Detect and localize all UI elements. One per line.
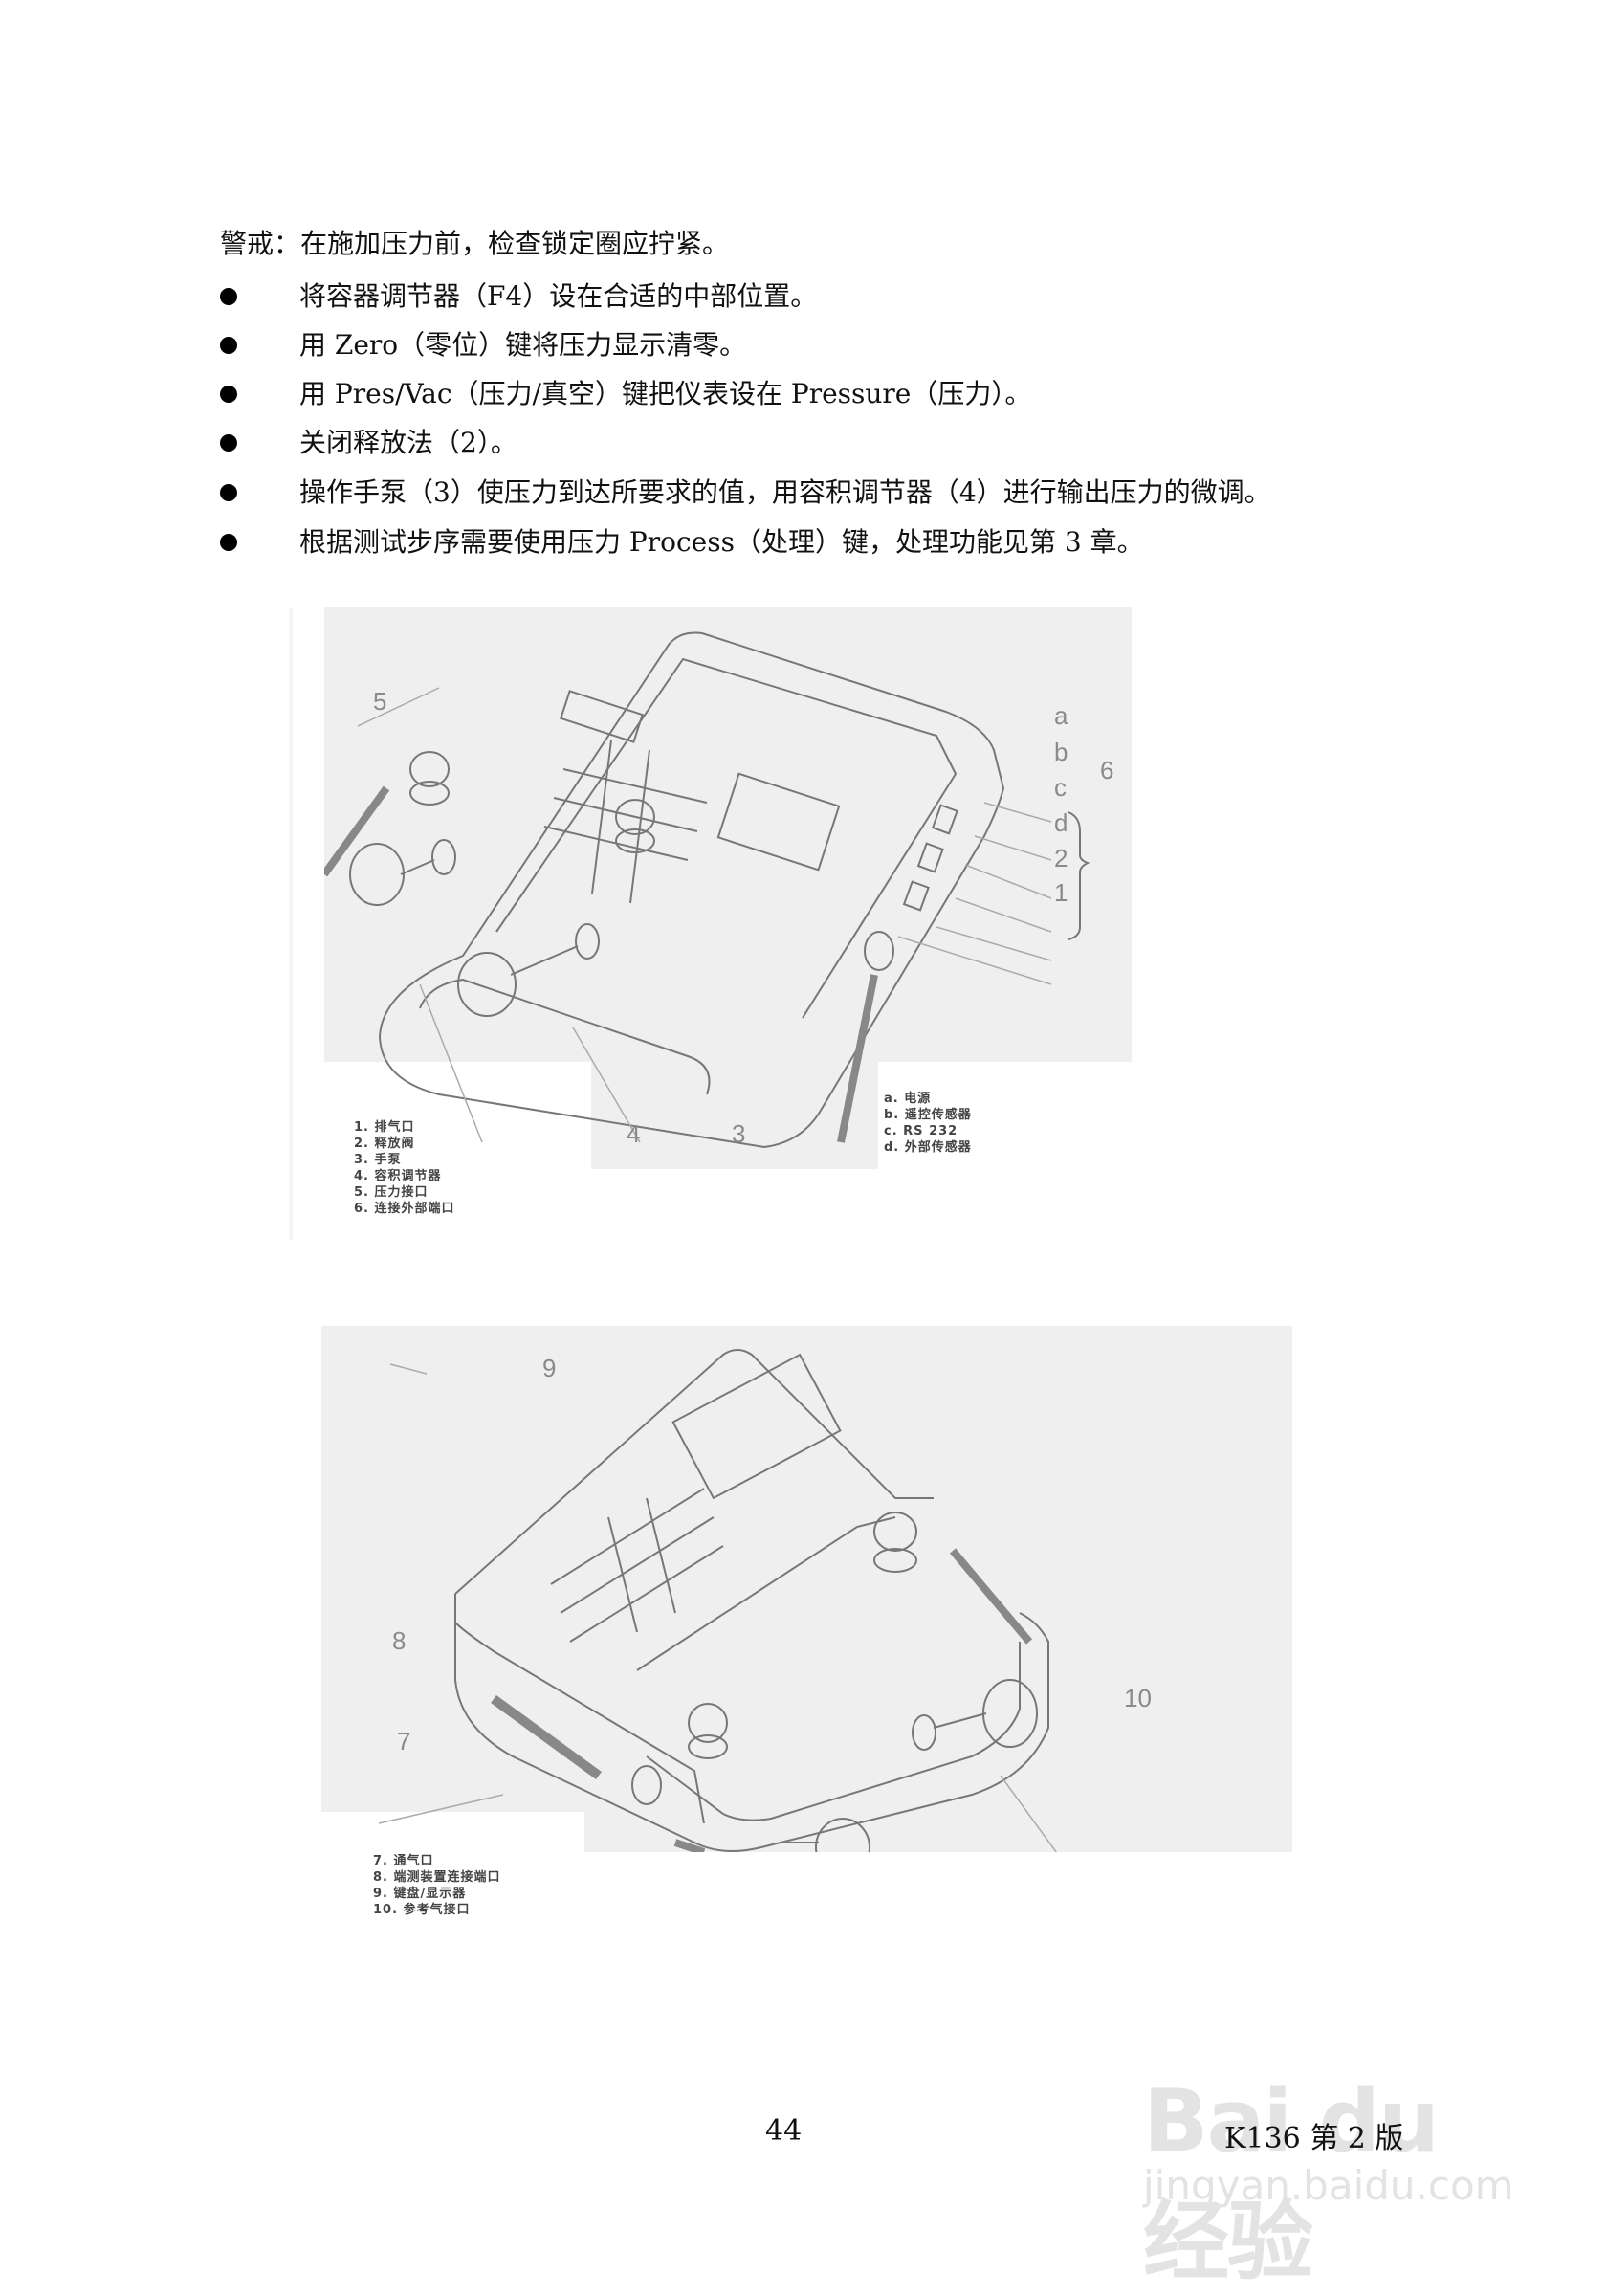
callout-6: 6 bbox=[1100, 756, 1114, 784]
callout-d: d bbox=[1054, 808, 1068, 837]
calibrator-drawing-icon bbox=[324, 631, 1090, 1149]
watermark-url: jingyan.baidu.com bbox=[1143, 2162, 1514, 2209]
callout-a: a bbox=[1054, 701, 1068, 730]
figure-2-legend: 7. 通气口 8. 端测装置连接端口 9. 键盘/显示器 10. 参考气接口 bbox=[373, 1854, 501, 1917]
bullet-icon bbox=[220, 337, 237, 354]
callout-5: 5 bbox=[373, 687, 387, 716]
callout-2: 2 bbox=[1054, 844, 1068, 872]
step-text: 用 Zero（零位）键将压力显示清零。 bbox=[299, 329, 747, 361]
callout-7: 7 bbox=[397, 1727, 411, 1755]
figure-1-sublegend: a. 电源 b. 遥控传感器 c. RS 232 d. 外部传感器 bbox=[884, 1092, 972, 1155]
bullet-icon bbox=[220, 484, 237, 501]
calibrator-side-drawing-icon bbox=[378, 1349, 1058, 1852]
warning-text: 警戒：在施加压力前，检查锁定圈应拧紧。 bbox=[220, 228, 730, 259]
callout-10: 10 bbox=[1124, 1684, 1152, 1712]
page-number: 44 bbox=[765, 2114, 803, 2148]
callout-8: 8 bbox=[392, 1626, 407, 1655]
bullet-icon bbox=[220, 434, 237, 452]
callout-9: 9 bbox=[542, 1354, 557, 1382]
document-version: K136 第 2 版 bbox=[1224, 2122, 1404, 2155]
callout-1: 1 bbox=[1054, 878, 1068, 907]
figure-1-legend: 1. 排气口 2. 释放阀 3. 手泵 4. 容积调节器 5. 压力接口 6. … bbox=[354, 1120, 455, 1216]
callout-c: c bbox=[1054, 773, 1067, 802]
bullet-icon bbox=[220, 534, 237, 551]
baidu-watermark: Bai du 经验 jingyan.baidu.com bbox=[1143, 2071, 1526, 2292]
step-text: 用 Pres/Vac（压力/真空）键把仪表设在 Pressure（压力）。 bbox=[299, 378, 1032, 409]
bullet-icon bbox=[220, 386, 237, 403]
callout-3: 3 bbox=[732, 1119, 746, 1148]
callout-b: b bbox=[1054, 738, 1068, 766]
step-text: 将容器调节器（F4）设在合适的中部位置。 bbox=[299, 280, 818, 312]
step-text: 关闭释放法（2）。 bbox=[299, 427, 517, 458]
watermark-brand: Bai du 经验 bbox=[1143, 2071, 1440, 2292]
step-text: 操作手泵（3）使压力到达所要求的值，用容积调节器（4）进行输出压力的微调。 bbox=[299, 476, 1271, 508]
bullet-icon bbox=[220, 288, 237, 305]
step-text: 根据测试步序需要使用压力 Process（处理）键，处理功能见第 3 章。 bbox=[299, 526, 1144, 558]
callout-4: 4 bbox=[627, 1119, 641, 1148]
